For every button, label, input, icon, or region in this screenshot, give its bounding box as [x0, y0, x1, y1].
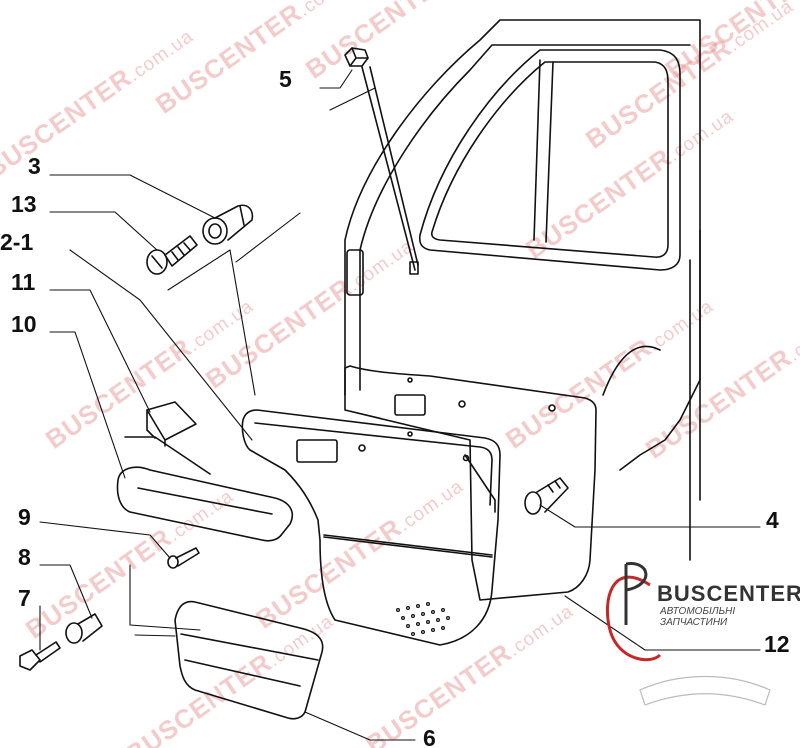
- part-4-fastener: [524, 477, 569, 515]
- door-panel-front: [241, 409, 501, 646]
- callout-13: 13: [11, 191, 37, 217]
- part-3-grommet: [202, 204, 254, 245]
- part-7-bolt: [19, 641, 61, 671]
- logo-tagline: АВТОМОБІЛЬНІ ЗАПЧАСТИНИ: [660, 606, 736, 628]
- callout-3: 3: [28, 153, 41, 179]
- door-panel-rear: [344, 365, 597, 601]
- callout-7: 7: [18, 585, 31, 611]
- callout-6: 6: [423, 725, 436, 748]
- part-6-door-pocket: [174, 600, 324, 720]
- callout-8: 8: [18, 544, 31, 570]
- part-10-grab-handle: [116, 436, 294, 542]
- callout-5: 5: [279, 66, 292, 92]
- part-5-clip: [344, 47, 419, 275]
- callout-11: 11: [11, 269, 36, 295]
- part-8-push-clip: [65, 613, 103, 644]
- buscenter-logo: [605, 562, 771, 706]
- part-11-bracket: [146, 401, 197, 447]
- callout-12: 12: [764, 631, 790, 657]
- cab-door-outline: [344, 19, 701, 561]
- callout-9: 9: [18, 504, 31, 530]
- speaker-grille: [396, 601, 451, 636]
- callout-2-1: 2-1: [0, 229, 34, 255]
- part-13-screw: [146, 235, 198, 275]
- leader-lines: [39, 69, 761, 741]
- part-9-screw: [167, 547, 200, 569]
- callout-10: 10: [11, 311, 37, 337]
- logo-name: BUSCENTER: [657, 581, 800, 606]
- callout-4: 4: [766, 507, 779, 533]
